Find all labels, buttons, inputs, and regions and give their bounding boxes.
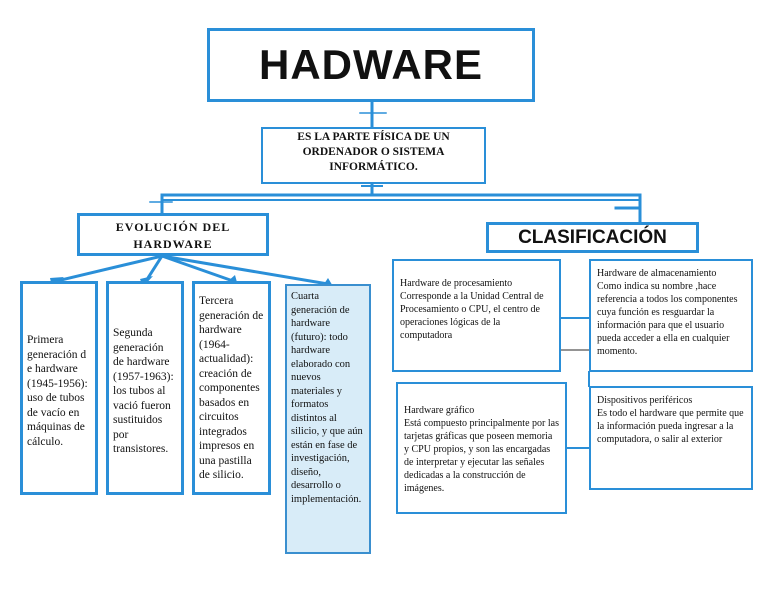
storage-hardware-text: Como indica su nombre ,hace referencia a… — [597, 281, 738, 357]
peripherals-title: Dispositivos periféricos — [597, 395, 693, 406]
storage-hardware-box: Hardware de almacenamiento Como indica s… — [589, 259, 753, 372]
graphics-hardware-box: Hardware gráfico Está compuesto principa… — [396, 382, 567, 514]
evolution-heading: EVOLUCIÓN DEL HARDWARE — [115, 220, 231, 251]
generation-4-box: Cuarta generación de hardware (futuro): … — [285, 284, 371, 554]
classification-heading-box: CLASIFICACIÓN — [486, 222, 699, 253]
peripherals-box: Dispositivos periféricos Es todo el hard… — [589, 386, 753, 490]
definition-box: ES LA PARTE FÍSICA DE UN ORDENADOR O SIS… — [261, 127, 486, 184]
evolution-heading-box: EVOLUCIÓN DEL HARDWARE — [77, 213, 269, 256]
processing-hardware-title: Hardware de procesamiento — [400, 278, 513, 289]
generation-2-box: Segunda generación de hardware (1957-196… — [106, 281, 184, 495]
graphics-hardware-title: Hardware gráfico — [404, 405, 475, 416]
processing-hardware-box: Hardware de procesamiento Corresponde a … — [392, 259, 561, 372]
generation-2-text: Segunda generación de hardware (1957-196… — [113, 327, 174, 455]
generation-3-box: Tercera generación de hardware (1964-act… — [192, 281, 271, 495]
generation-3-text: Tercera generación de hardware (1964-act… — [199, 295, 264, 481]
classification-heading: CLASIFICACIÓN — [518, 226, 667, 248]
generation-1-box: Primera generación d e hardware (1945-19… — [20, 281, 98, 495]
title-box: HADWARE — [207, 28, 535, 102]
generation-1-text: Primera generación d e hardware (1945-19… — [27, 334, 88, 448]
peripherals-text: Es todo el hardware que permite que la i… — [597, 408, 744, 445]
processing-hardware-text: Corresponde a la Unidad Central de Proce… — [400, 291, 544, 341]
graphics-hardware-text: Está compuesto principalmente por las ta… — [404, 418, 559, 494]
diagram-title: HADWARE — [259, 41, 483, 88]
definition-text: ES LA PARTE FÍSICA DE UN ORDENADOR O SIS… — [297, 131, 450, 173]
storage-hardware-title: Hardware de almacenamiento — [597, 268, 717, 279]
generation-4-text: Cuarta generación de hardware (futuro): … — [291, 291, 363, 505]
